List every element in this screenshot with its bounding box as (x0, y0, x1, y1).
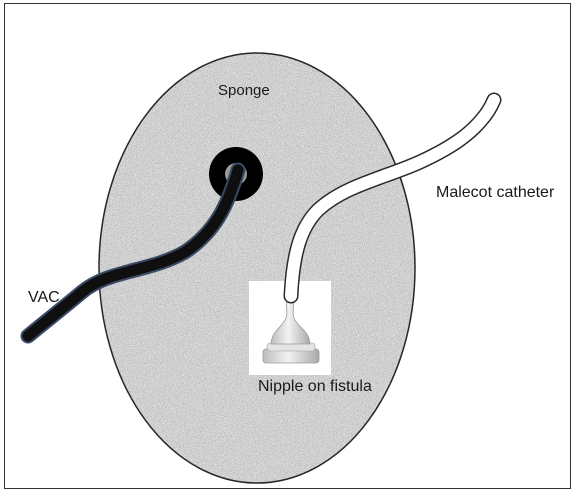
vac-label: VAC (28, 289, 60, 307)
sponge-label: Sponge (218, 82, 270, 99)
nipple-on-fistula-label: Nipple on fistula (258, 378, 372, 396)
malecot-catheter-label: Malecot catheter (436, 184, 554, 202)
